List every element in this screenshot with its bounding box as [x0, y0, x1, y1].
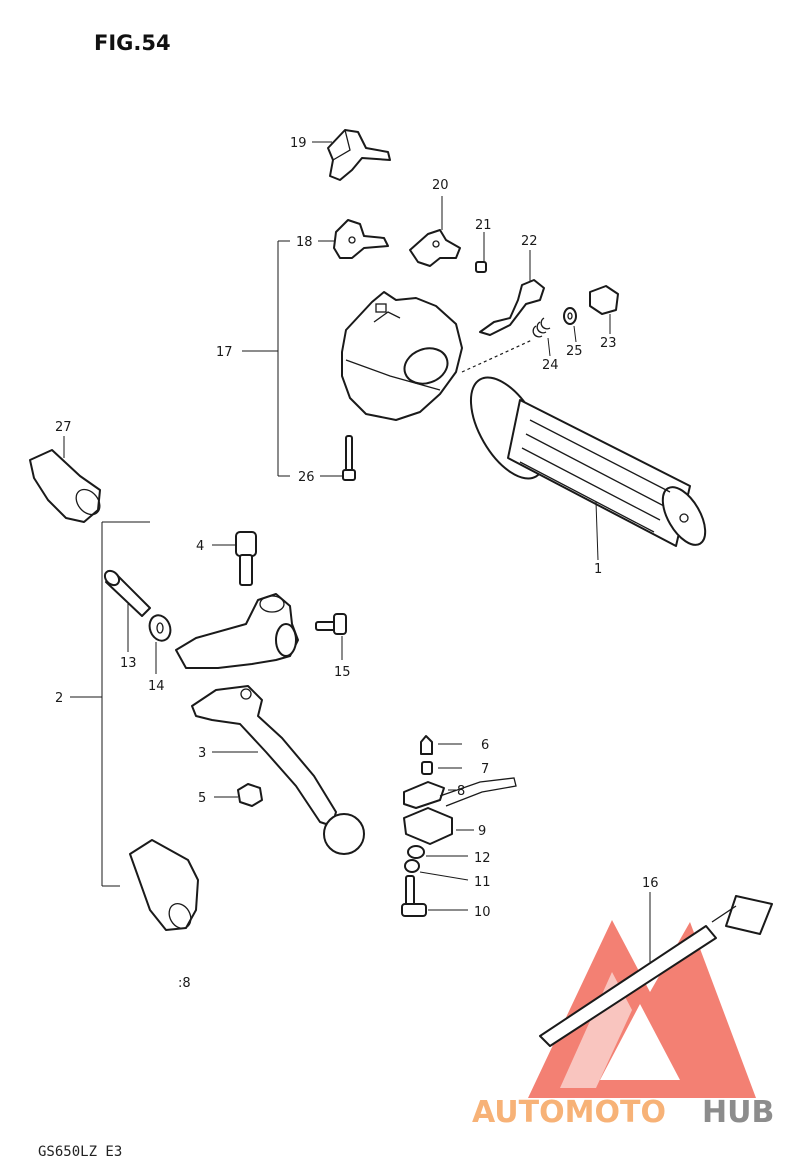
watermark-logo	[528, 920, 756, 1098]
part-8-switch	[403, 777, 517, 809]
callout-23: 23	[600, 336, 617, 351]
part-16-cable-strap	[539, 892, 773, 1047]
part-2-lever-holder	[175, 593, 299, 669]
callout-26: 26	[298, 470, 315, 485]
callout-18: 18	[296, 235, 313, 250]
part-23-knob-cap	[589, 285, 619, 334]
callout-6: 6	[481, 738, 489, 753]
watermark-brand-2: HUB	[702, 1095, 774, 1130]
callout-15: 15	[334, 665, 351, 680]
callout-25: 25	[566, 344, 583, 359]
lever-cover-lower	[129, 839, 199, 931]
part-9-switch-body	[403, 807, 474, 845]
part-18-switch-cover	[318, 219, 389, 259]
callout-1: 1	[594, 562, 602, 577]
callout-9: 9	[478, 824, 486, 839]
part-15-screw	[315, 613, 347, 660]
part-3-lever	[191, 685, 365, 855]
part-19-switch-cover	[312, 129, 391, 181]
watermark-brand-1: AUTOMOTO	[472, 1095, 666, 1130]
part-25-washer	[563, 307, 577, 343]
part-12-washer	[407, 845, 468, 859]
part-1-throttle-grip	[469, 376, 707, 561]
part-20-switch-knob	[409, 196, 461, 267]
callout-3: 3	[198, 746, 206, 761]
part-7	[421, 761, 462, 775]
part-11-washer	[404, 859, 469, 881]
callout-7: 7	[481, 762, 489, 777]
figure-title: FIG.54	[94, 31, 171, 55]
callout-21: 21	[475, 218, 492, 233]
part-27-lever-cover	[29, 436, 101, 523]
callout-labels: 19 20 21 22 18 17 23 24 25 27 26 1 4 13 …	[55, 136, 659, 920]
callout-22: 22	[521, 234, 538, 249]
callout-11: 11	[474, 875, 491, 890]
callout-24: 24	[542, 358, 559, 373]
part-14-washer	[148, 614, 172, 674]
part-26-screw	[320, 435, 356, 481]
callout-2: 2	[55, 691, 63, 706]
callout-17: 17	[216, 345, 233, 360]
callout-16: 16	[642, 876, 659, 891]
part-5-nut	[214, 783, 263, 807]
callout-12: 12	[474, 851, 491, 866]
callout-14: 14	[148, 679, 165, 694]
part-6	[420, 735, 462, 755]
callout-8: 8	[457, 784, 465, 799]
callout-19: 19	[290, 136, 307, 151]
callout-20: 20	[432, 178, 449, 193]
part-21-screw	[475, 232, 487, 273]
part-13-bolt	[103, 569, 151, 652]
model-code: GS650LZ E3	[38, 1144, 122, 1160]
callout-4: 4	[196, 539, 204, 554]
part-17-switch-housing	[341, 291, 533, 421]
stray-mark: :8	[178, 976, 191, 991]
callout-5: 5	[198, 791, 206, 806]
part-4-pivot-bolt	[212, 531, 257, 586]
bracket-2	[70, 521, 150, 887]
part-22-switch-lever	[479, 250, 545, 336]
bracket-17	[242, 240, 290, 477]
callout-27: 27	[55, 420, 72, 435]
part-24-spring	[532, 317, 551, 357]
callout-13: 13	[120, 656, 137, 671]
callout-10: 10	[474, 905, 491, 920]
part-10-screw	[401, 875, 468, 917]
